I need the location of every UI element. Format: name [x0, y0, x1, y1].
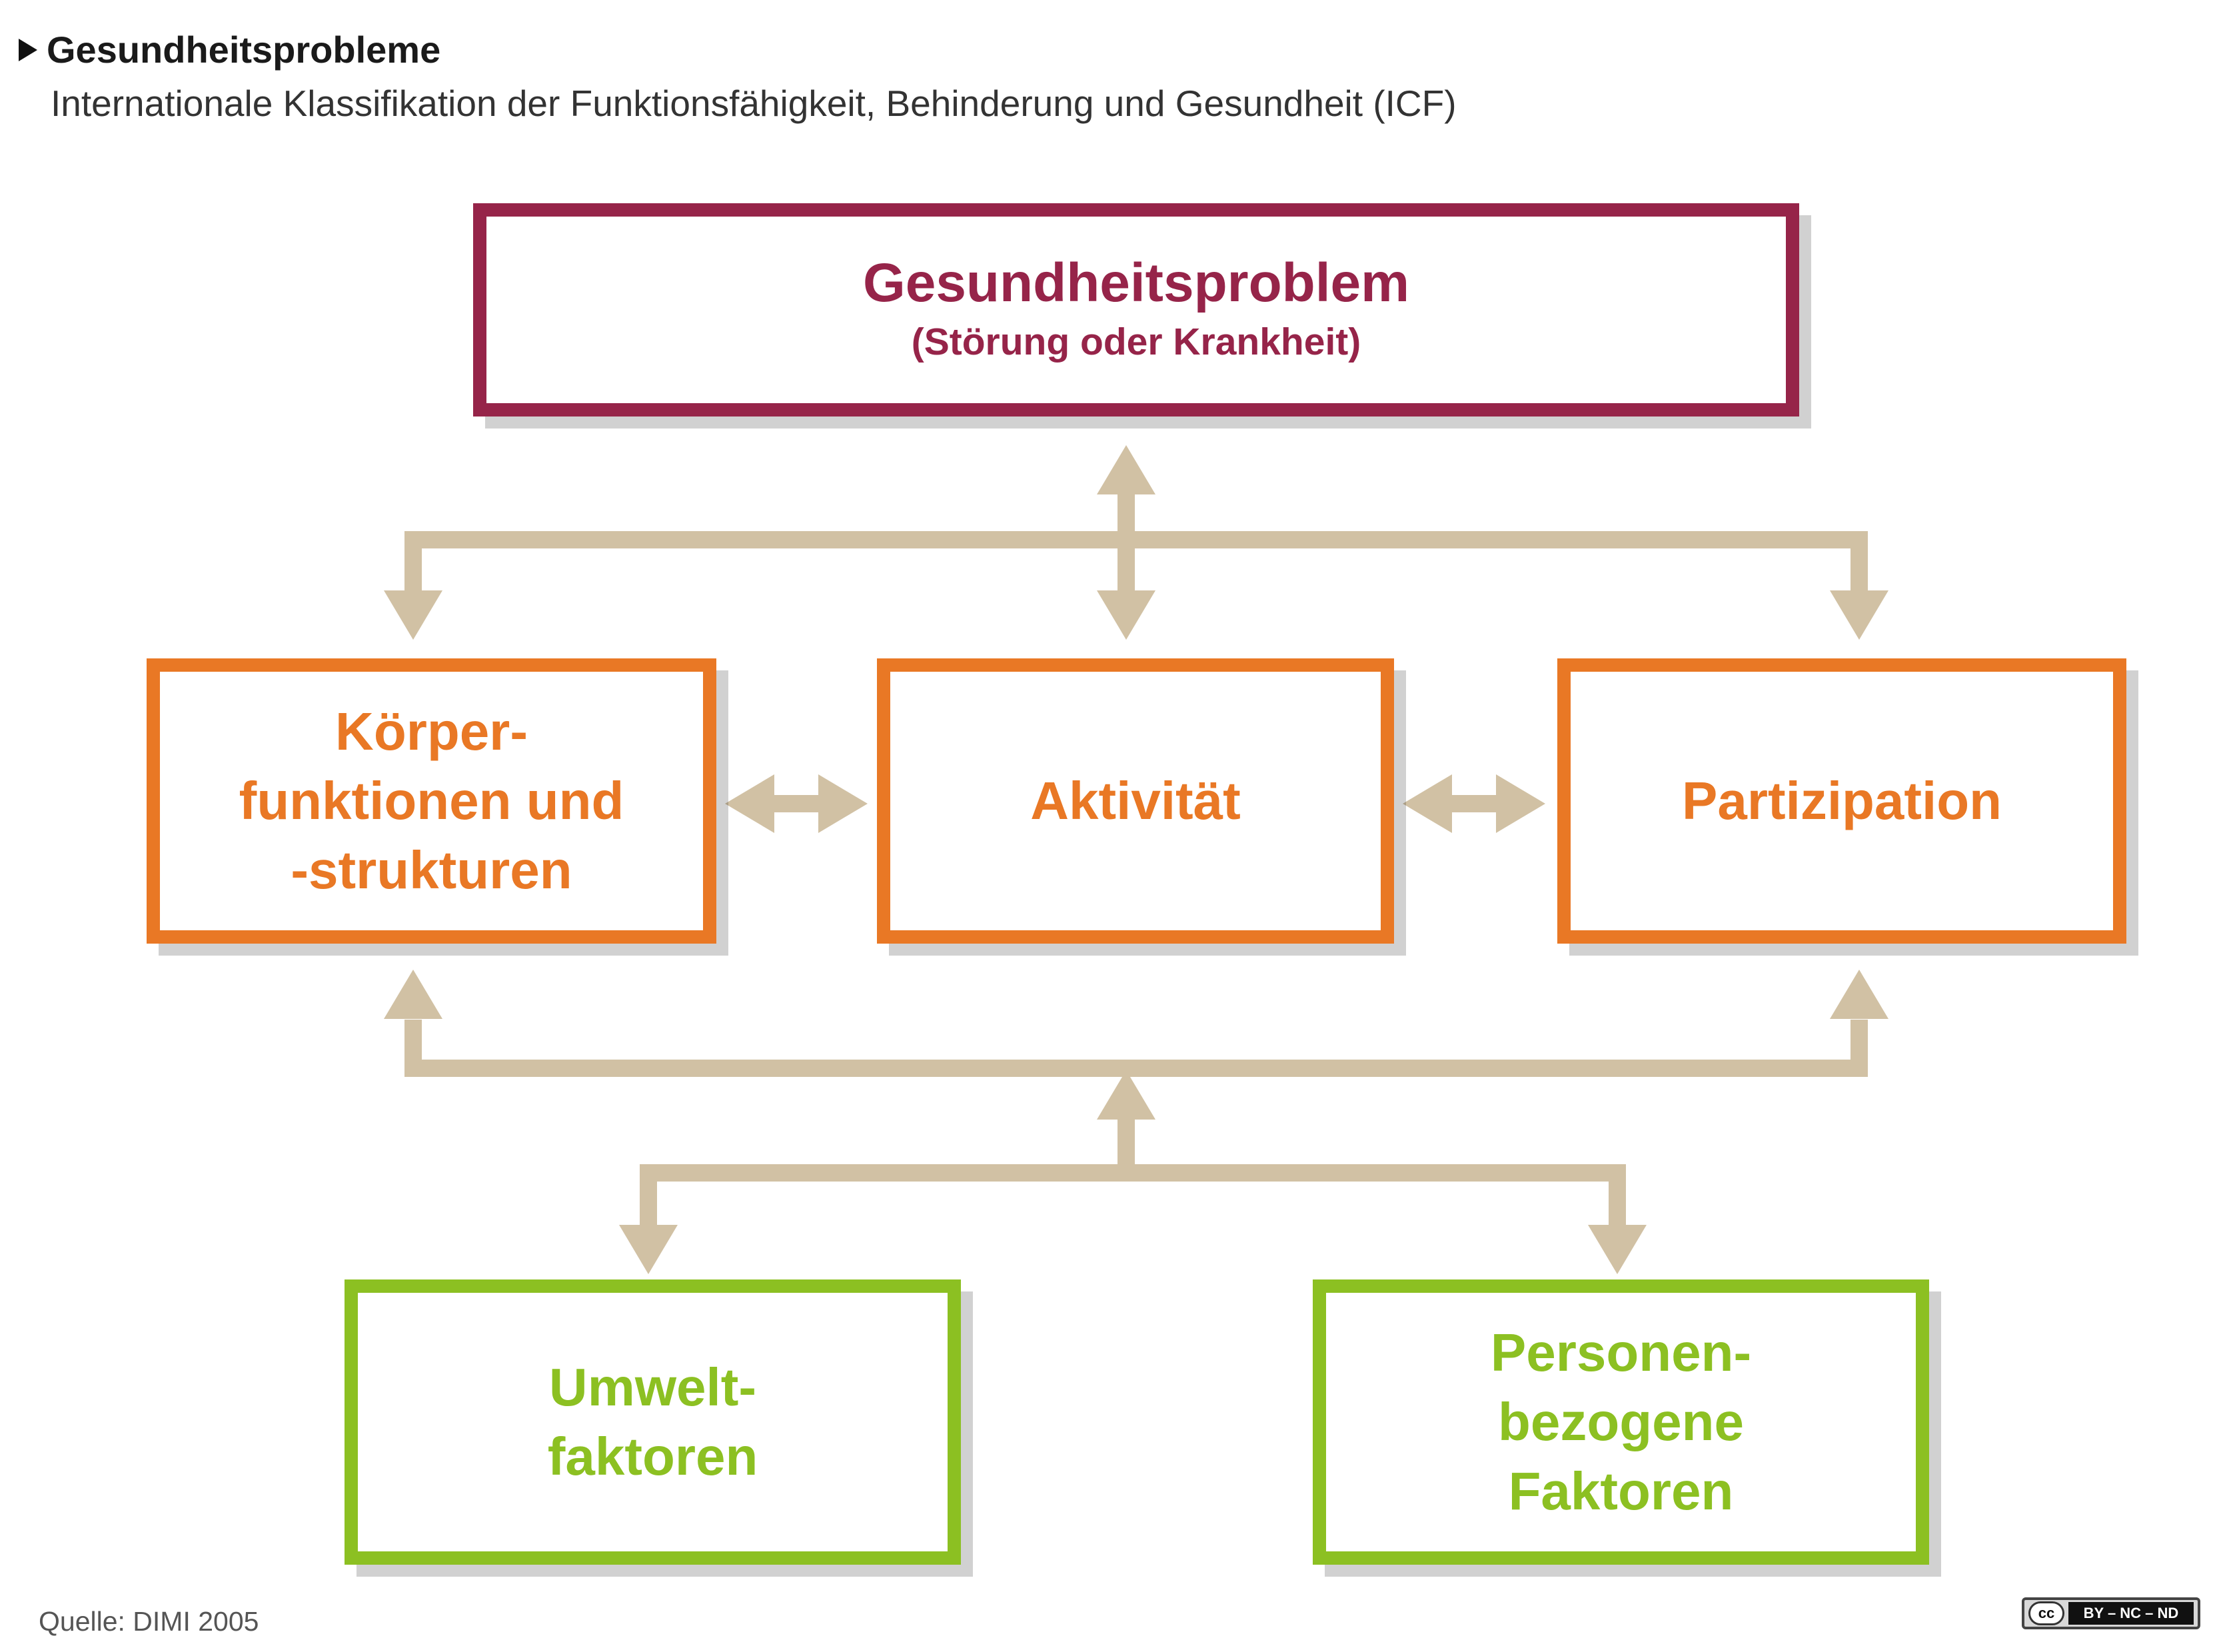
- page-title: Gesundheitsprobleme: [47, 29, 441, 71]
- personal-factors-label: Personen- bezogene Faktoren: [1491, 1318, 1751, 1526]
- arrow-right-to-activity: [818, 774, 868, 833]
- source-note: Quelle: DIMI 2005: [39, 1606, 259, 1637]
- environmental-factors-label: Umwelt- faktoren: [548, 1353, 758, 1491]
- personal-factors-line-3: Faktoren: [1508, 1461, 1734, 1521]
- arrow-left-to-body-functions: [725, 774, 774, 833]
- personal-factors-line-2: bezogene: [1498, 1392, 1744, 1451]
- arrow-right-to-participation: [1496, 774, 1545, 833]
- license-badge: cc BY – NC – ND: [2022, 1597, 2200, 1629]
- arrow-down-to-personal-factors: [1588, 1225, 1647, 1274]
- bottom-connector-line: [640, 1164, 1626, 1226]
- arrow-down-to-activity: [1097, 590, 1155, 640]
- participation-label: Partizipation: [1681, 771, 2002, 830]
- arrow-up-to-middle-connector: [1097, 1070, 1155, 1120]
- arrow-down-to-environmental-factors: [619, 1225, 678, 1274]
- arrow-down-to-body-functions: [384, 590, 442, 640]
- environmental-factors-box: Umwelt- faktoren: [345, 1279, 961, 1565]
- header-title-row: Gesundheitsprobleme: [19, 20, 1457, 80]
- triangle-bullet-icon: [19, 39, 37, 61]
- middle-connector-line: [404, 1020, 1868, 1077]
- environmental-factors-line-1: Umwelt-: [548, 1357, 757, 1417]
- arrow-up-to-participation: [1830, 970, 1888, 1019]
- personal-factors-box: Personen- bezogene Faktoren: [1313, 1279, 1929, 1565]
- body-functions-line-2: funktionen und: [239, 771, 624, 830]
- top-connector-line: [404, 531, 1868, 591]
- body-functions-line-1: Körper-: [335, 702, 528, 761]
- health-problem-subtitle: (Störung oder Krankheit): [911, 321, 1361, 363]
- arrow-down-to-participation: [1830, 590, 1888, 640]
- participation-box: Partizipation: [1557, 658, 2126, 944]
- body-functions-box: Körper- funktionen und -strukturen: [147, 658, 716, 944]
- health-problem-box: Gesundheitsproblem (Störung oder Krankhe…: [473, 203, 1799, 416]
- health-problem-title: Gesundheitsproblem: [862, 253, 1410, 313]
- activity-box: Aktivität: [877, 658, 1394, 944]
- arrow-left-to-activity: [1403, 774, 1452, 833]
- body-functions-label: Körper- funktionen und -strukturen: [239, 697, 624, 905]
- personal-factors-line-1: Personen-: [1490, 1323, 1752, 1382]
- license-text: BY – NC – ND: [2068, 1602, 2194, 1625]
- body-functions-line-3: -strukturen: [291, 840, 572, 900]
- cc-icon: cc: [2028, 1601, 2064, 1625]
- arrow-up-to-health-problem: [1097, 445, 1155, 494]
- arrow-up-to-body-functions: [384, 970, 442, 1019]
- environmental-factors-line-2: faktoren: [547, 1427, 758, 1486]
- page-subtitle: Internationale Klassifikation der Funkti…: [51, 83, 1457, 124]
- header: Gesundheitsprobleme Internationale Klass…: [19, 20, 1457, 127]
- activity-label: Aktivität: [1030, 771, 1241, 830]
